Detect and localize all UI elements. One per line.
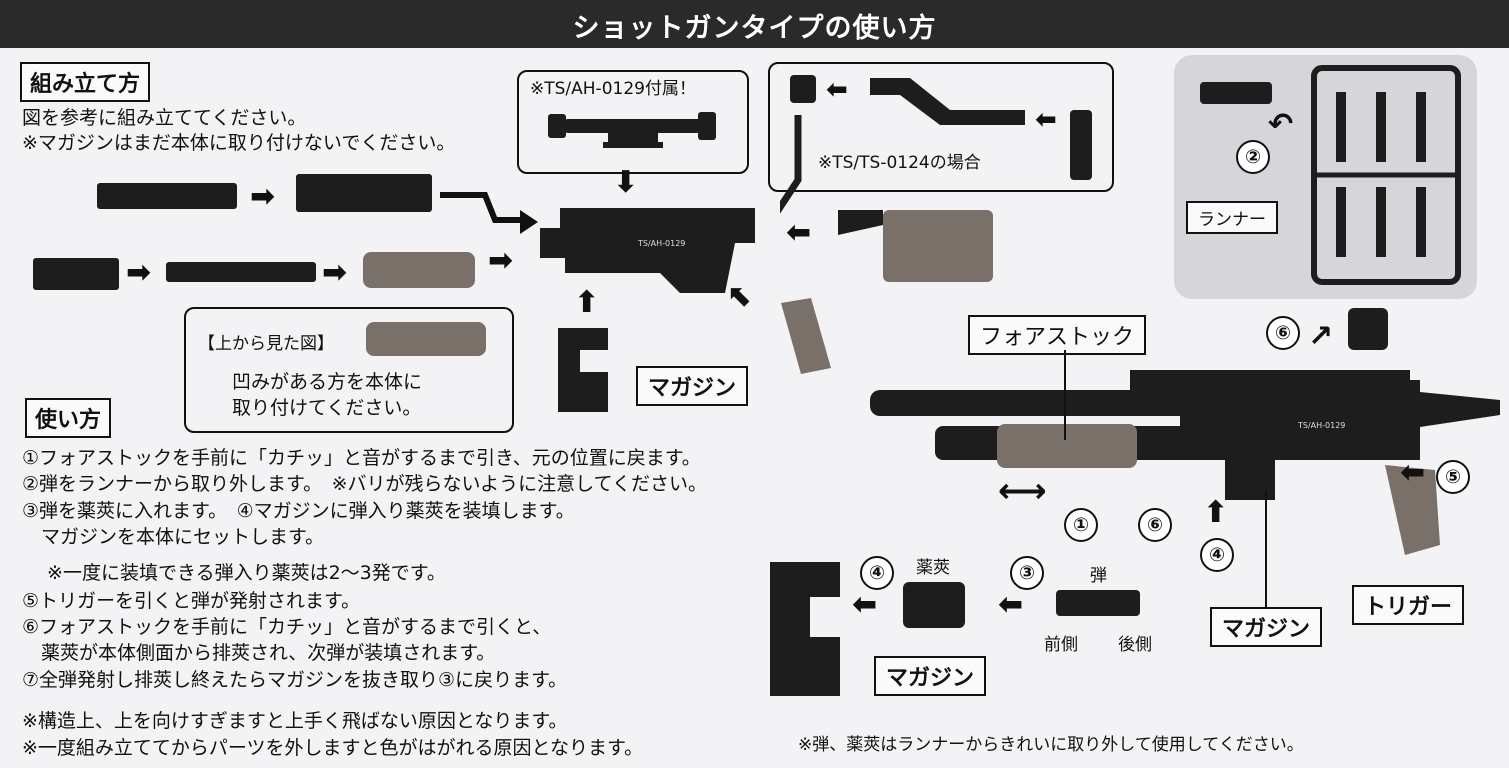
barrel-part-2 xyxy=(296,174,432,212)
magazine-label: マガジン xyxy=(636,366,748,406)
shell-part xyxy=(903,582,965,628)
runner-label: ランナー xyxy=(1186,201,1278,234)
top-view-heading: 【上から見た図】 xyxy=(198,329,334,354)
left-arrow-icon-2: ⬅ xyxy=(852,590,877,620)
back-label: 後側 xyxy=(1118,630,1152,655)
step-4-badge: ④ xyxy=(860,556,894,590)
runner-frame xyxy=(1308,62,1464,288)
trigger-label: トリガー xyxy=(1352,585,1464,625)
usage-step-2: ②弾をランナーから取り外します。 ※バリが残らないように注意してください。 xyxy=(22,472,707,496)
left-arrow-icon-3: ⬅ xyxy=(998,590,1023,620)
top-view-forestock xyxy=(366,322,486,356)
svg-text:⬅: ⬅ xyxy=(1035,105,1057,135)
slide-arrow-icon: ⟷ xyxy=(998,476,1047,506)
step-2-badge: ② xyxy=(1236,140,1270,174)
connector-arrow-icon xyxy=(440,180,540,240)
shell-label: 薬莢 xyxy=(916,553,950,578)
magazine-part-2 xyxy=(770,562,842,696)
right-arrow-icon-2: ➡ xyxy=(126,258,151,288)
step-6-badge: ⑥ xyxy=(1266,316,1300,350)
forestock-label: フォアストック xyxy=(968,315,1146,355)
usage-step-5: ⑤トリガーを引くと弾が発射されます。 xyxy=(22,589,360,613)
usage-heading: 使い方 xyxy=(25,398,111,438)
top-view-line-1: 凹みがある方を本体に xyxy=(232,370,422,394)
ejected-shell xyxy=(1348,308,1388,350)
grip-part xyxy=(776,298,836,376)
forestock-leader-line xyxy=(1064,350,1066,440)
curved-arrow-icon: ↶ xyxy=(1268,110,1293,140)
assembly-heading: 組み立て方 xyxy=(20,62,150,102)
right-arrow-icon: ➡ xyxy=(250,182,275,212)
svg-text:TS/AH-0129: TS/AH-0129 xyxy=(1297,421,1345,430)
usage-step-6b: 薬莢が本体側面から排莢され、次弾が装填されます。 xyxy=(22,641,495,665)
barrel-part-4 xyxy=(166,262,316,282)
step-5-badge: ⑤ xyxy=(1436,460,1470,494)
assembly-line-1: 図を参考に組み立ててください。 xyxy=(22,106,306,130)
usage-step-3c: ※一度に装填できる弾入り薬莢は2～3発です。 xyxy=(22,561,446,585)
left-arrow-icon: ⬅ xyxy=(786,218,811,248)
stock-part xyxy=(828,205,998,285)
forestock-on-gun xyxy=(997,424,1137,468)
front-label: 前側 xyxy=(1044,630,1078,655)
top-view-line-2: 取り付けてください。 xyxy=(232,396,421,420)
runner-bullet-part xyxy=(1200,82,1272,104)
usage-step-7: ⑦全弾発射し排莢し終えたらマガジンを抜き取り③に戻ります。 xyxy=(22,668,567,692)
usage-step-3b: マガジンを本体にセットします。 xyxy=(22,525,324,549)
usage-step-6: ⑥フォアストックを手前に「カチッ」と音がするまで引くと、 xyxy=(22,615,551,639)
usage-step-1: ①フォアストックを手前に「カチッ」と音がするまで引き、元の位置に戻ます。 xyxy=(22,446,701,470)
step-6-badge-2: ⑥ xyxy=(1138,508,1172,542)
up-arrow-icon: ⬆ xyxy=(574,288,599,318)
forestock-part xyxy=(363,252,475,288)
bullet-part xyxy=(1056,590,1140,616)
diagonal-arrow-icon: ⬉ xyxy=(728,282,753,312)
right-arrow-icon-3: ➡ xyxy=(322,258,347,288)
usage-step-3: ③弾を薬莢に入れます。 ④マガジンに弾入り薬莢を装填します。 xyxy=(22,499,575,523)
svg-text:TS/AH-0129: TS/AH-0129 xyxy=(637,239,685,248)
usage-note-1: ※構造上、上を向けすぎますと上手く飛ばない原因となります。 xyxy=(22,709,567,733)
up-arrow-icon-2: ⬆ xyxy=(1203,498,1228,528)
magazine-part xyxy=(558,328,610,412)
magazine-leader-line xyxy=(1265,490,1267,610)
scope-image xyxy=(548,100,718,160)
barrel-part-3 xyxy=(33,258,119,290)
assembly-line-2: ※マガジンはまだ本体に取り付けないでください。 xyxy=(22,131,455,155)
footer-note: ※弾、薬莢はランナーからきれいに取り外して使用してください。 xyxy=(798,730,1304,755)
ts0124-stock-image: ⬅ ⬅ xyxy=(780,70,1100,220)
magazine-label-3: マガジン xyxy=(874,656,986,696)
barrel-part-1 xyxy=(97,183,237,209)
scope-note: ※TS/AH-0129付属！ xyxy=(527,74,699,99)
step-3-badge: ③ xyxy=(1010,556,1044,590)
magazine-label-2: マガジン xyxy=(1210,607,1322,647)
receiver-body: TS/AH-0129 xyxy=(530,198,760,308)
svg-text:⬅: ⬅ xyxy=(826,75,848,105)
eject-arrow-icon: ↗ xyxy=(1308,322,1333,352)
page-title: ショットガンタイプの使い方 xyxy=(0,6,1509,45)
usage-note-2: ※一度組み立ててからパーツを外しますと色がはがれる原因となります。 xyxy=(22,736,643,760)
trigger-arrow-icon: ⬅ xyxy=(1400,458,1425,488)
step-4-badge-2: ④ xyxy=(1200,538,1234,572)
right-arrow-icon-4: ➡ xyxy=(488,246,513,276)
down-arrow-icon: ⬇ xyxy=(613,168,638,198)
bullet-label: 弾 xyxy=(1090,561,1107,586)
step-1-badge: ① xyxy=(1064,508,1098,542)
